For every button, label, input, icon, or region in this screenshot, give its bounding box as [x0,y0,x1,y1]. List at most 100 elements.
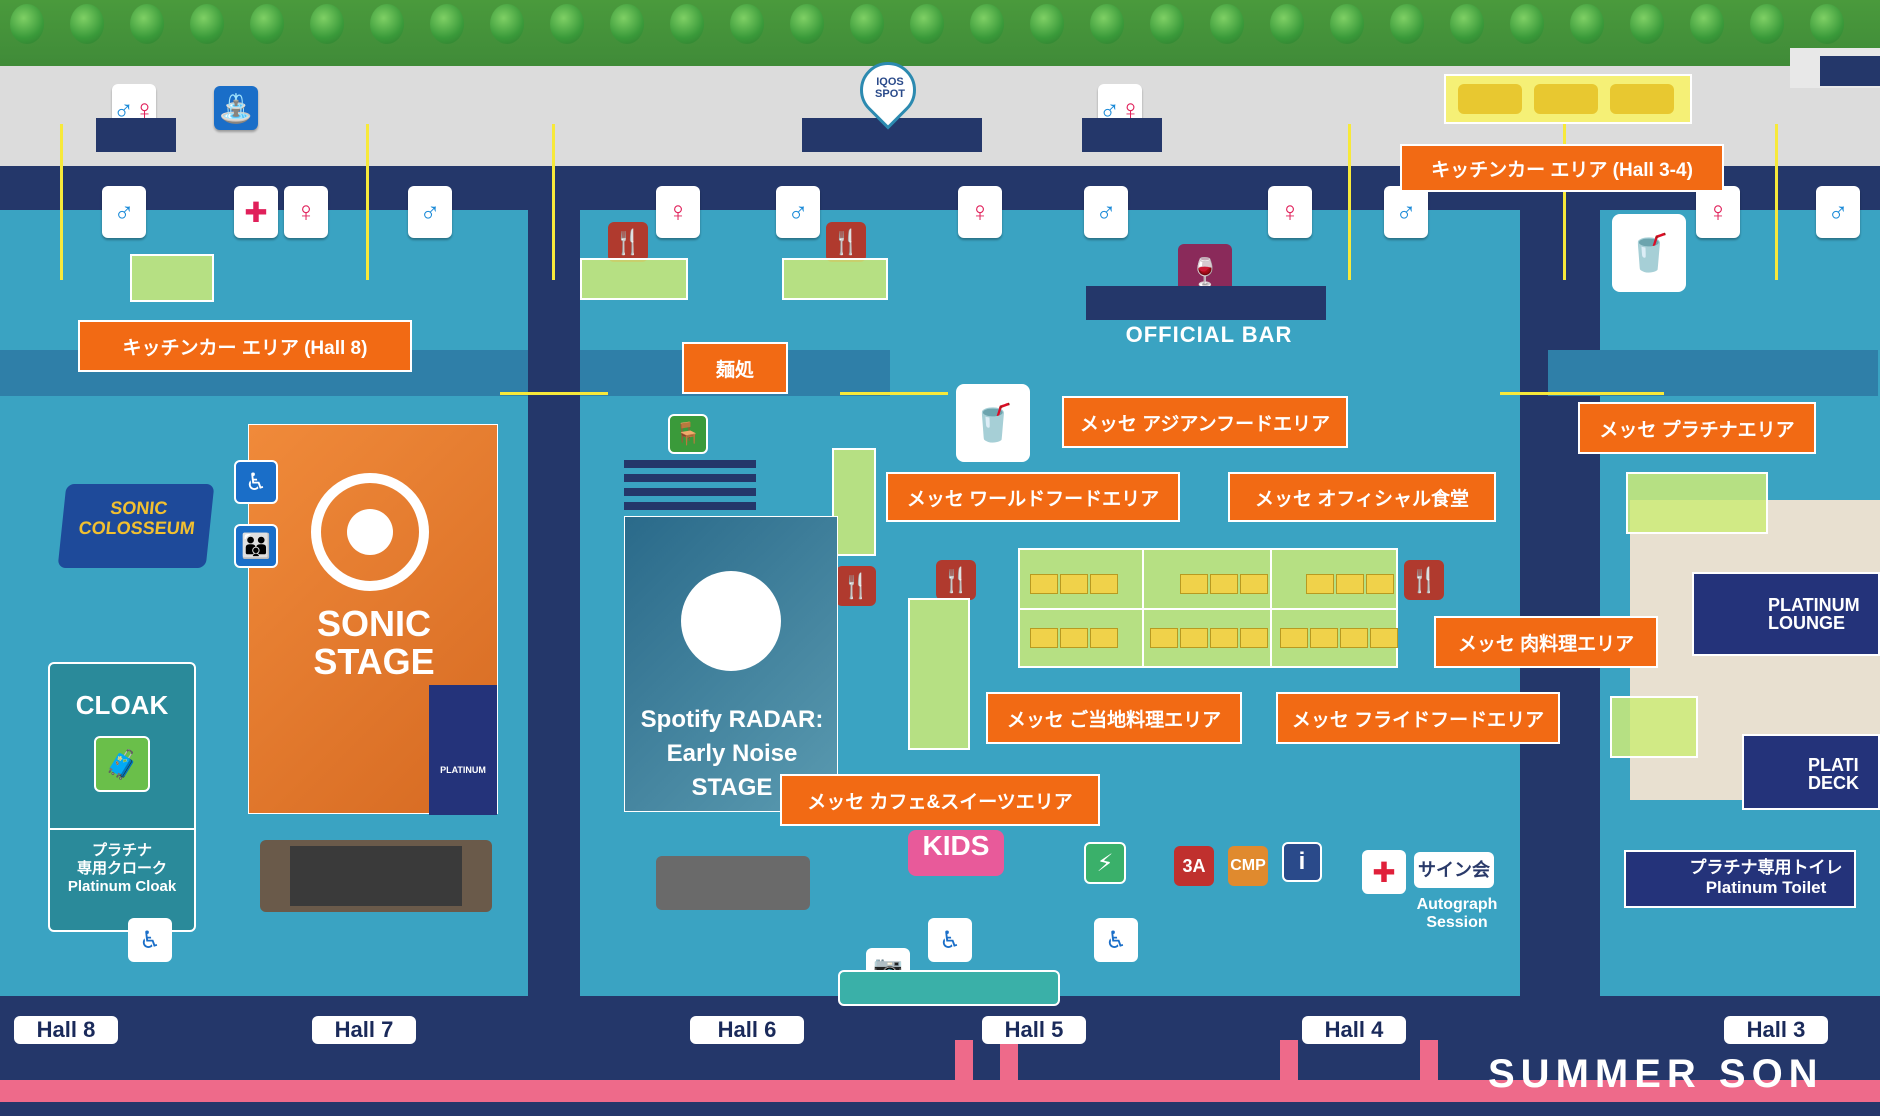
colosseum-title-2: COLOSSEUM [77,518,196,538]
building-block [1820,56,1880,86]
hall-divider [528,210,580,996]
wheelchair-icon[interactable]: ♿ [928,918,972,962]
restroom-icon[interactable]: ♀ [958,186,1002,238]
path-arrow [366,124,369,280]
spotify-title-1: Spotify RADAR: [640,706,824,733]
hall-4-label: Hall 4 [1302,1016,1406,1044]
label-menu-dokoro[interactable]: 麺処 [682,342,788,394]
spot-label: SPOT [875,88,905,100]
platinum-area-badge: PLATINUM [429,685,497,815]
restroom-icon[interactable]: ♀ [284,186,328,238]
rest-area-icon[interactable]: 🪑 [668,414,708,454]
photo-spot[interactable] [838,970,1060,1006]
family-restroom-icon[interactable]: 👪 [234,524,278,568]
autograph-en-2: Session [1426,914,1488,931]
platinum-cloak-jp-2: 専用クローク [76,860,167,877]
label-cafe-sweets[interactable]: メッセ カフェ&スイーツエリア [780,774,1100,826]
food-icon[interactable]: 🍴 [608,222,648,262]
restroom-icon[interactable]: ♂ [1384,186,1428,238]
luggage-icon: 🧳 [94,736,150,792]
platinum-food-area[interactable] [1626,472,1768,534]
hall-3-label: Hall 3 [1724,1016,1828,1044]
kids-area[interactable]: KIDS [908,830,1004,876]
label-official-dining[interactable]: メッセ オフィシャル食堂 [1228,472,1496,522]
sonic-stage-title-1: SONIC [316,603,431,644]
charge-icon[interactable]: ⚡ [1084,842,1126,884]
platinum-lounge[interactable]: PLATINUM LOUNGE [1692,572,1880,656]
hall-divider [1520,210,1600,996]
label-kitchen-car-hall34[interactable]: キッチンカー エリア (Hall 3-4) [1400,144,1724,192]
label-asian-food[interactable]: メッセ アジアンフードエリア [1062,396,1348,448]
stage-logo [311,473,429,591]
hall-7-label: Hall 7 [312,1016,416,1044]
hall-8-label: Hall 8 [14,1016,118,1044]
food-icon[interactable]: 🍴 [826,222,866,262]
restroom-icon[interactable]: ♀ [1696,186,1740,238]
platinum-food-area[interactable] [1610,696,1698,758]
path-arrow [1348,124,1351,280]
restroom-icon[interactable]: ♂ [1816,186,1860,238]
platinum-toilet[interactable]: プラチナ専用トイレ Platinum Toilet [1624,850,1856,908]
food-icon[interactable]: 🍴 [836,566,876,606]
restroom-icon[interactable]: ♂ [102,186,146,238]
wheelchair-icon[interactable]: ♿ [128,918,172,962]
food-area-box[interactable] [782,258,888,300]
label-platinum-area[interactable]: メッセ プラチナエリア [1578,402,1816,454]
stage-platform [260,840,492,912]
label-kitchen-car-hall8[interactable]: キッチンカー エリア (Hall 8) [78,320,412,372]
sign-3a[interactable]: 3A [1174,846,1214,886]
building-block [96,118,176,152]
kitchen-car-icon[interactable] [1444,74,1692,124]
path-arrow [1500,392,1608,395]
hall-5-label: Hall 5 [982,1016,1086,1044]
wheelchair-icon[interactable]: ♿ [1094,918,1138,962]
label-fried-food[interactable]: メッセ フライドフードエリア [1276,692,1560,744]
autograph-jp[interactable]: サイン会 [1414,852,1494,888]
path-arrow [60,124,63,280]
food-icon[interactable]: 🍴 [1404,560,1444,600]
sonic-stage[interactable]: SONIC STAGE PLATINUM [248,424,498,815]
restroom-icon[interactable]: ♀ [656,186,700,238]
autograph-en-1: Autograph [1416,896,1498,913]
spotify-logo [681,571,781,671]
sonic-stage-title-2: STAGE [313,641,435,682]
first-aid-icon[interactable]: ✚ [1362,850,1406,894]
cloak-area[interactable]: CLOAK 🧳 プラチナ 専用クローク Platinum Cloak [48,662,196,932]
platinum-deck[interactable]: PLATI DECK [1742,734,1880,810]
summer-sonic-title: SUMMER SON [1488,1052,1824,1092]
kitchen-car-area-hall8[interactable] [130,254,214,302]
path-arrow [840,392,948,395]
label-world-food[interactable]: メッセ ワールドフードエリア [886,472,1180,522]
platinum-toilet-jp: プラチナ専用トイレ [1689,858,1843,877]
food-icon[interactable]: 🍴 [936,560,976,600]
restroom-icon[interactable]: ♂ [1084,186,1128,238]
pepsi-cup-icon[interactable]: 🥤 [1612,214,1686,292]
platinum-deck-2: DECK [1808,773,1860,793]
label-local-food[interactable]: メッセ ご当地料理エリア [986,692,1242,744]
platinum-cloak-en: Platinum Cloak [67,878,177,895]
path-arrow [500,392,608,395]
hall-6-label: Hall 6 [690,1016,804,1044]
food-area-box[interactable] [832,448,876,556]
pepsi-cup-icon[interactable]: 🥤 [956,384,1030,462]
restroom-icon[interactable]: ♂ [408,186,452,238]
cafe-sweets-area[interactable] [908,598,970,750]
first-aid-icon[interactable]: ✚ [234,186,278,238]
sign-cmp[interactable]: CMP [1228,846,1268,886]
water-tap-icon[interactable]: ⛲ [214,86,258,130]
sonic-colosseum[interactable]: SONIC COLOSSEUM [57,484,215,568]
spotify-stage[interactable]: Spotify RADAR: Early Noise STAGE [624,516,838,812]
wheelchair-icon[interactable]: ♿ [234,460,278,504]
platinum-cloak-jp-1: プラチナ [91,842,152,859]
path-arrow [1775,124,1778,280]
label-meat-area[interactable]: メッセ 肉料理エリア [1434,616,1658,668]
platinum-toilet-en: Platinum Toilet [1705,878,1827,897]
colosseum-title-1: SONIC [109,498,169,518]
restroom-icon[interactable]: ♂ [776,186,820,238]
tree-line [0,0,1880,70]
restroom-icon[interactable]: ♀ [1268,186,1312,238]
cloak-title: CLOAK [75,690,169,720]
info-icon[interactable]: i [1282,842,1322,882]
platinum-lounge-2: LOUNGE [1768,613,1846,633]
food-area-box[interactable] [580,258,688,300]
